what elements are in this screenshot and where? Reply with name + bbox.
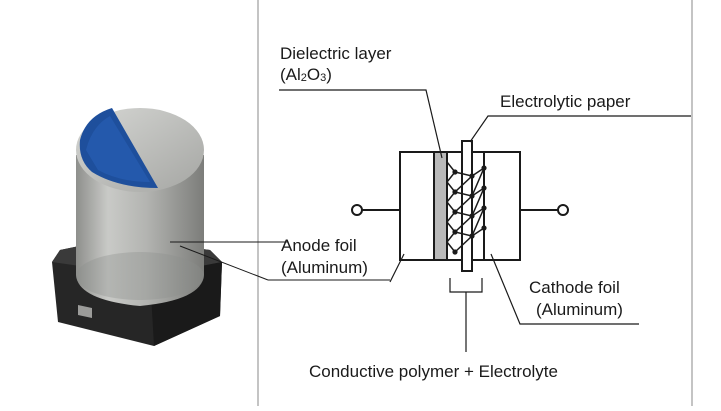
electrolytic-paper-label: Electrolytic paper	[500, 92, 631, 111]
dielectric-label: Dielectric layer	[280, 44, 392, 63]
polymer-nodes	[452, 165, 487, 255]
cathode-foil-sublabel: (Aluminum)	[536, 300, 623, 319]
anode-terminal	[351, 204, 363, 216]
capacitor-can	[76, 108, 204, 306]
anode-foil-sublabel: (Aluminum)	[281, 258, 368, 277]
polymer-electrolyte-label: Conductive polymer + Electrolyte	[309, 362, 558, 381]
capacitor-structure-diagram	[279, 89, 691, 352]
capacitor-photo	[52, 108, 222, 346]
leader-lines	[279, 89, 691, 325]
electrolytic-paper	[461, 140, 473, 272]
anode-foil	[399, 151, 435, 261]
anode-foil-label: Anode foil	[281, 236, 357, 255]
cathode-terminal	[557, 204, 569, 216]
cathode-foil-label: Cathode foil	[529, 278, 620, 297]
dielectric-formula: (Al2O3)	[280, 65, 332, 84]
dielectric-layer	[433, 151, 448, 261]
cathode-foil	[483, 151, 521, 261]
polymer-bracket	[449, 278, 483, 352]
zoom-callout-lines	[170, 241, 390, 281]
label-dielectric-layer: Dielectric layer (Al2O3)	[280, 44, 392, 84]
